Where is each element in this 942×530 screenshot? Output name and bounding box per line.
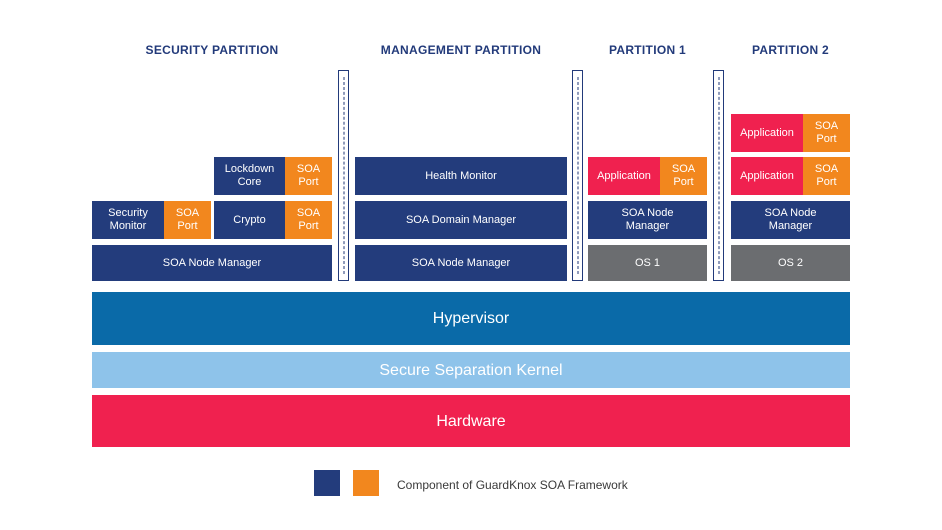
os-1-block: OS 1 [588,245,707,281]
security-monitor-block: Security Monitor [92,201,164,239]
partition2-soa-port-top: SOA Port [803,114,850,152]
partition1-application-block: Application [588,157,660,195]
partition2-application-block-top: Application [731,114,803,152]
partition-1-title: PARTITION 1 [608,43,687,57]
partition-separator-2 [572,70,583,281]
partition-separator-1 [338,70,349,281]
hypervisor-layer: Hypervisor [92,292,850,345]
partition2-soa-port: SOA Port [803,157,850,195]
secure-separation-kernel-layer: Secure Separation Kernel [92,352,850,388]
partition-2-title: PARTITION 2 [751,43,830,57]
partition2-soa-node-manager: SOA Node Manager [731,201,850,239]
os-2-block: OS 2 [731,245,850,281]
soa-domain-manager-block: SOA Domain Manager [355,201,567,239]
partition-separator-3 [713,70,724,281]
partition1-soa-node-manager: SOA Node Manager [588,201,707,239]
security-partition-title: SECURITY PARTITION [145,43,279,57]
security-soa-node-manager: SOA Node Manager [92,245,332,281]
crypto-block: Crypto [214,201,285,239]
partition2-application-block: Application [731,157,803,195]
hardware-layer: Hardware [92,395,850,447]
management-soa-node-manager: SOA Node Manager [355,245,567,281]
health-monitor-block: Health Monitor [355,157,567,195]
lockdown-core-soa-port: SOA Port [285,157,332,195]
legend-label: Component of GuardKnox SOA Framework [397,478,628,492]
management-partition-title: MANAGEMENT PARTITION [380,43,542,57]
security-monitor-soa-port: SOA Port [164,201,211,239]
legend-orange-swatch [353,470,379,496]
partition1-soa-port: SOA Port [660,157,707,195]
lockdown-core-block: Lockdown Core [214,157,285,195]
crypto-soa-port: SOA Port [285,201,332,239]
legend-navy-swatch [314,470,340,496]
